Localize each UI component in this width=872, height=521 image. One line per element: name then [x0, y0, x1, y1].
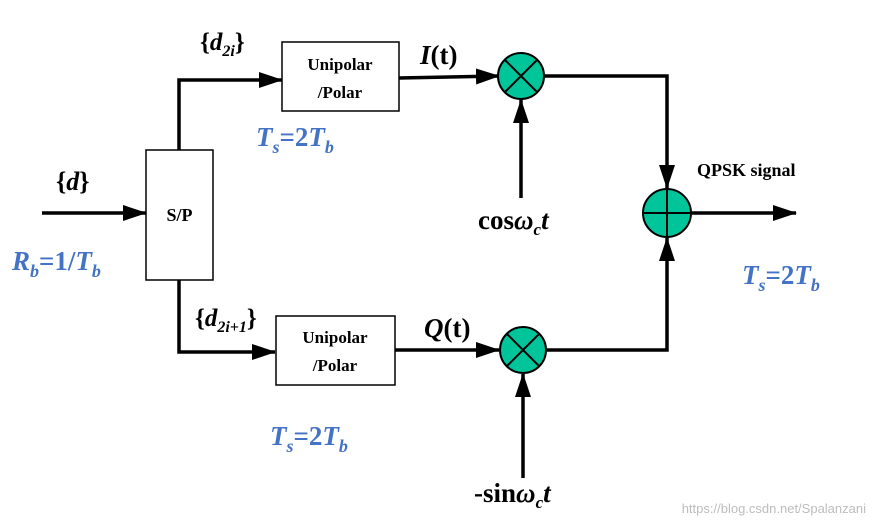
lower-symbol-period-label: Ts=2Tb: [270, 421, 348, 456]
sp-label: S/P: [166, 205, 192, 225]
in-phase-signal-label: I(t): [419, 40, 458, 70]
upper-mixer-to-adder-arrow: [545, 74, 675, 189]
upper-multiplier-node: [497, 52, 545, 100]
quadrature-signal-label: Q(t): [424, 313, 470, 343]
input-bit-rate-label: Rb=1/Tb: [11, 246, 101, 281]
lower-multiplier-cross-b: [505, 332, 541, 368]
upper-sequence-label: {d2i}: [200, 29, 245, 60]
sp-to-lower-block-arrow: [177, 280, 276, 360]
sp-block: [145, 149, 214, 281]
output-signal-label: QPSK signal: [697, 160, 796, 180]
output-symbol-period-label: Ts=2Tb: [742, 260, 820, 295]
upper-block-line1: Unipolar: [307, 55, 373, 74]
lower-unipolar-polar-block: [275, 315, 396, 386]
lower-sequence-label: {d2i+1}: [195, 305, 257, 336]
lower-multiplier-node: [499, 326, 547, 374]
upper-block-line2: /Polar: [317, 83, 363, 102]
connections: [42, 68, 797, 478]
upper-unipolar-polar-block: [281, 41, 400, 112]
sin-carrier-label: -sinωct: [474, 478, 552, 512]
upper-multiplier-cross-b: [503, 58, 539, 94]
lower-block-line2: /Polar: [312, 356, 358, 375]
upper-block-to-mixer-arrow: [398, 68, 500, 85]
upper-symbol-period-label: Ts=2Tb: [256, 122, 334, 157]
adder-node: [642, 188, 692, 238]
watermark-text: https://blog.csdn.net/Spalanzani: [682, 501, 866, 516]
lower-block-line1: Unipolar: [302, 328, 368, 347]
sp-to-upper-block-arrow: [177, 72, 283, 150]
input-symbol-label: {d}: [56, 167, 90, 196]
cos-carrier-label: cosωct: [478, 205, 550, 239]
lower-mixer-to-adder-arrow: [547, 237, 675, 352]
